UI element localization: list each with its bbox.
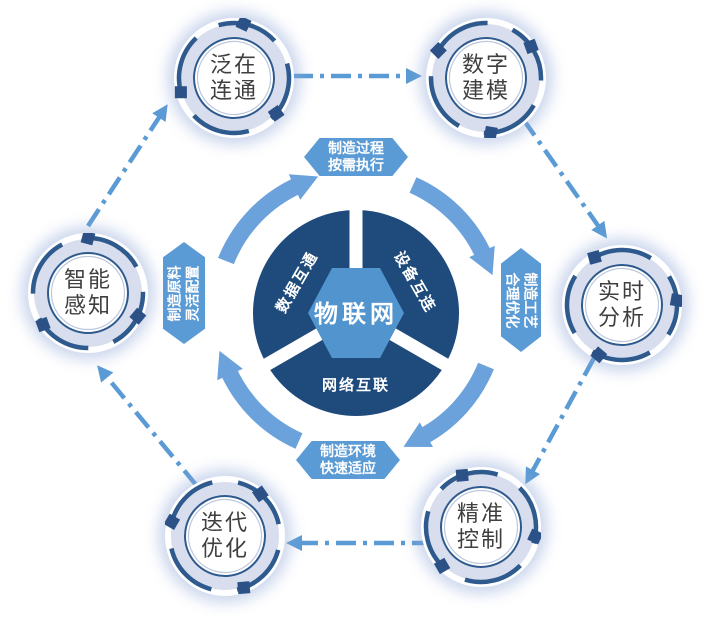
cycle-arrows [217, 174, 495, 449]
node-label-line1: 迭代 [200, 510, 249, 536]
wedge-process-line1: 制造过程 [328, 139, 384, 156]
wedge-material-line2: 灵活配置 [184, 265, 200, 321]
node-label-line2: 建模 [461, 78, 510, 103]
node-ring-ornament [564, 247, 682, 364]
cycle-arrow-se [403, 362, 494, 448]
hub-hexagon [308, 268, 404, 358]
node-ring-ornament [428, 20, 544, 138]
cycle-arrow-nw [218, 174, 319, 265]
node-label-line2: 分析 [597, 305, 646, 330]
wedge-material-line1: 制造原料 [166, 265, 183, 321]
node-label-line1: 精准 [456, 501, 505, 527]
node-realtime-analysis: 实时 分析 [562, 245, 682, 365]
node-ubiquitous-connection: 泛在 连通 [174, 18, 294, 138]
node-digital-modeling: 数字 建模 [426, 18, 546, 138]
wedge-process-line2: 按需执行 [328, 157, 384, 173]
link-arrow-ne [521, 117, 608, 239]
node-label-line2: 控制 [456, 527, 505, 552]
wedge-process: 制造过程 按需执行 [304, 138, 408, 176]
node-ring-ornament [423, 468, 541, 585]
node-ring-ornament [165, 478, 283, 595]
node-precise-control: 精准 控制 [421, 467, 541, 587]
node-iterative-optimization: 迭代 优化 [165, 476, 285, 596]
wedge-technique: 制造工艺 合理优化 [501, 248, 541, 352]
link-arrow-se [525, 356, 596, 485]
segment-label-network: 网络互联 [322, 376, 390, 394]
node-label-line1: 泛在 [209, 52, 258, 78]
hub: 物联网 数据互通 设备互连 网络互联 [253, 200, 459, 416]
hub-title: 物联网 [314, 301, 398, 328]
node-label-line2: 连通 [209, 78, 258, 103]
node-intelligent-sensing: 智能 感知 [28, 233, 148, 353]
cycle-arrow-sw [217, 350, 303, 449]
wedge-technique-line1: 制造工艺 [522, 272, 539, 328]
node-label-line2: 感知 [63, 293, 112, 318]
node-label-line1: 智能 [63, 267, 112, 293]
link-arrow-sw [97, 365, 199, 488]
node-label-line1: 数字 [461, 52, 510, 78]
link-arrow-nw [86, 104, 168, 228]
wedge-technique-line2: 合理优化 [505, 272, 521, 328]
cycle-arrow-ne [409, 177, 495, 276]
wedge-material: 制造原料 灵活配置 [163, 242, 205, 344]
node-label-line2: 优化 [200, 536, 249, 561]
node-links [86, 68, 608, 551]
wedge-environment-line2: 快速适应 [320, 460, 376, 476]
wedge-environment: 制造环境 快速适应 [296, 441, 400, 479]
wedge-environment-line1: 制造环境 [320, 442, 376, 459]
node-ring-ornament [174, 18, 292, 136]
node-ring-ornament [30, 233, 147, 351]
node-label-line1: 实时 [597, 279, 646, 305]
